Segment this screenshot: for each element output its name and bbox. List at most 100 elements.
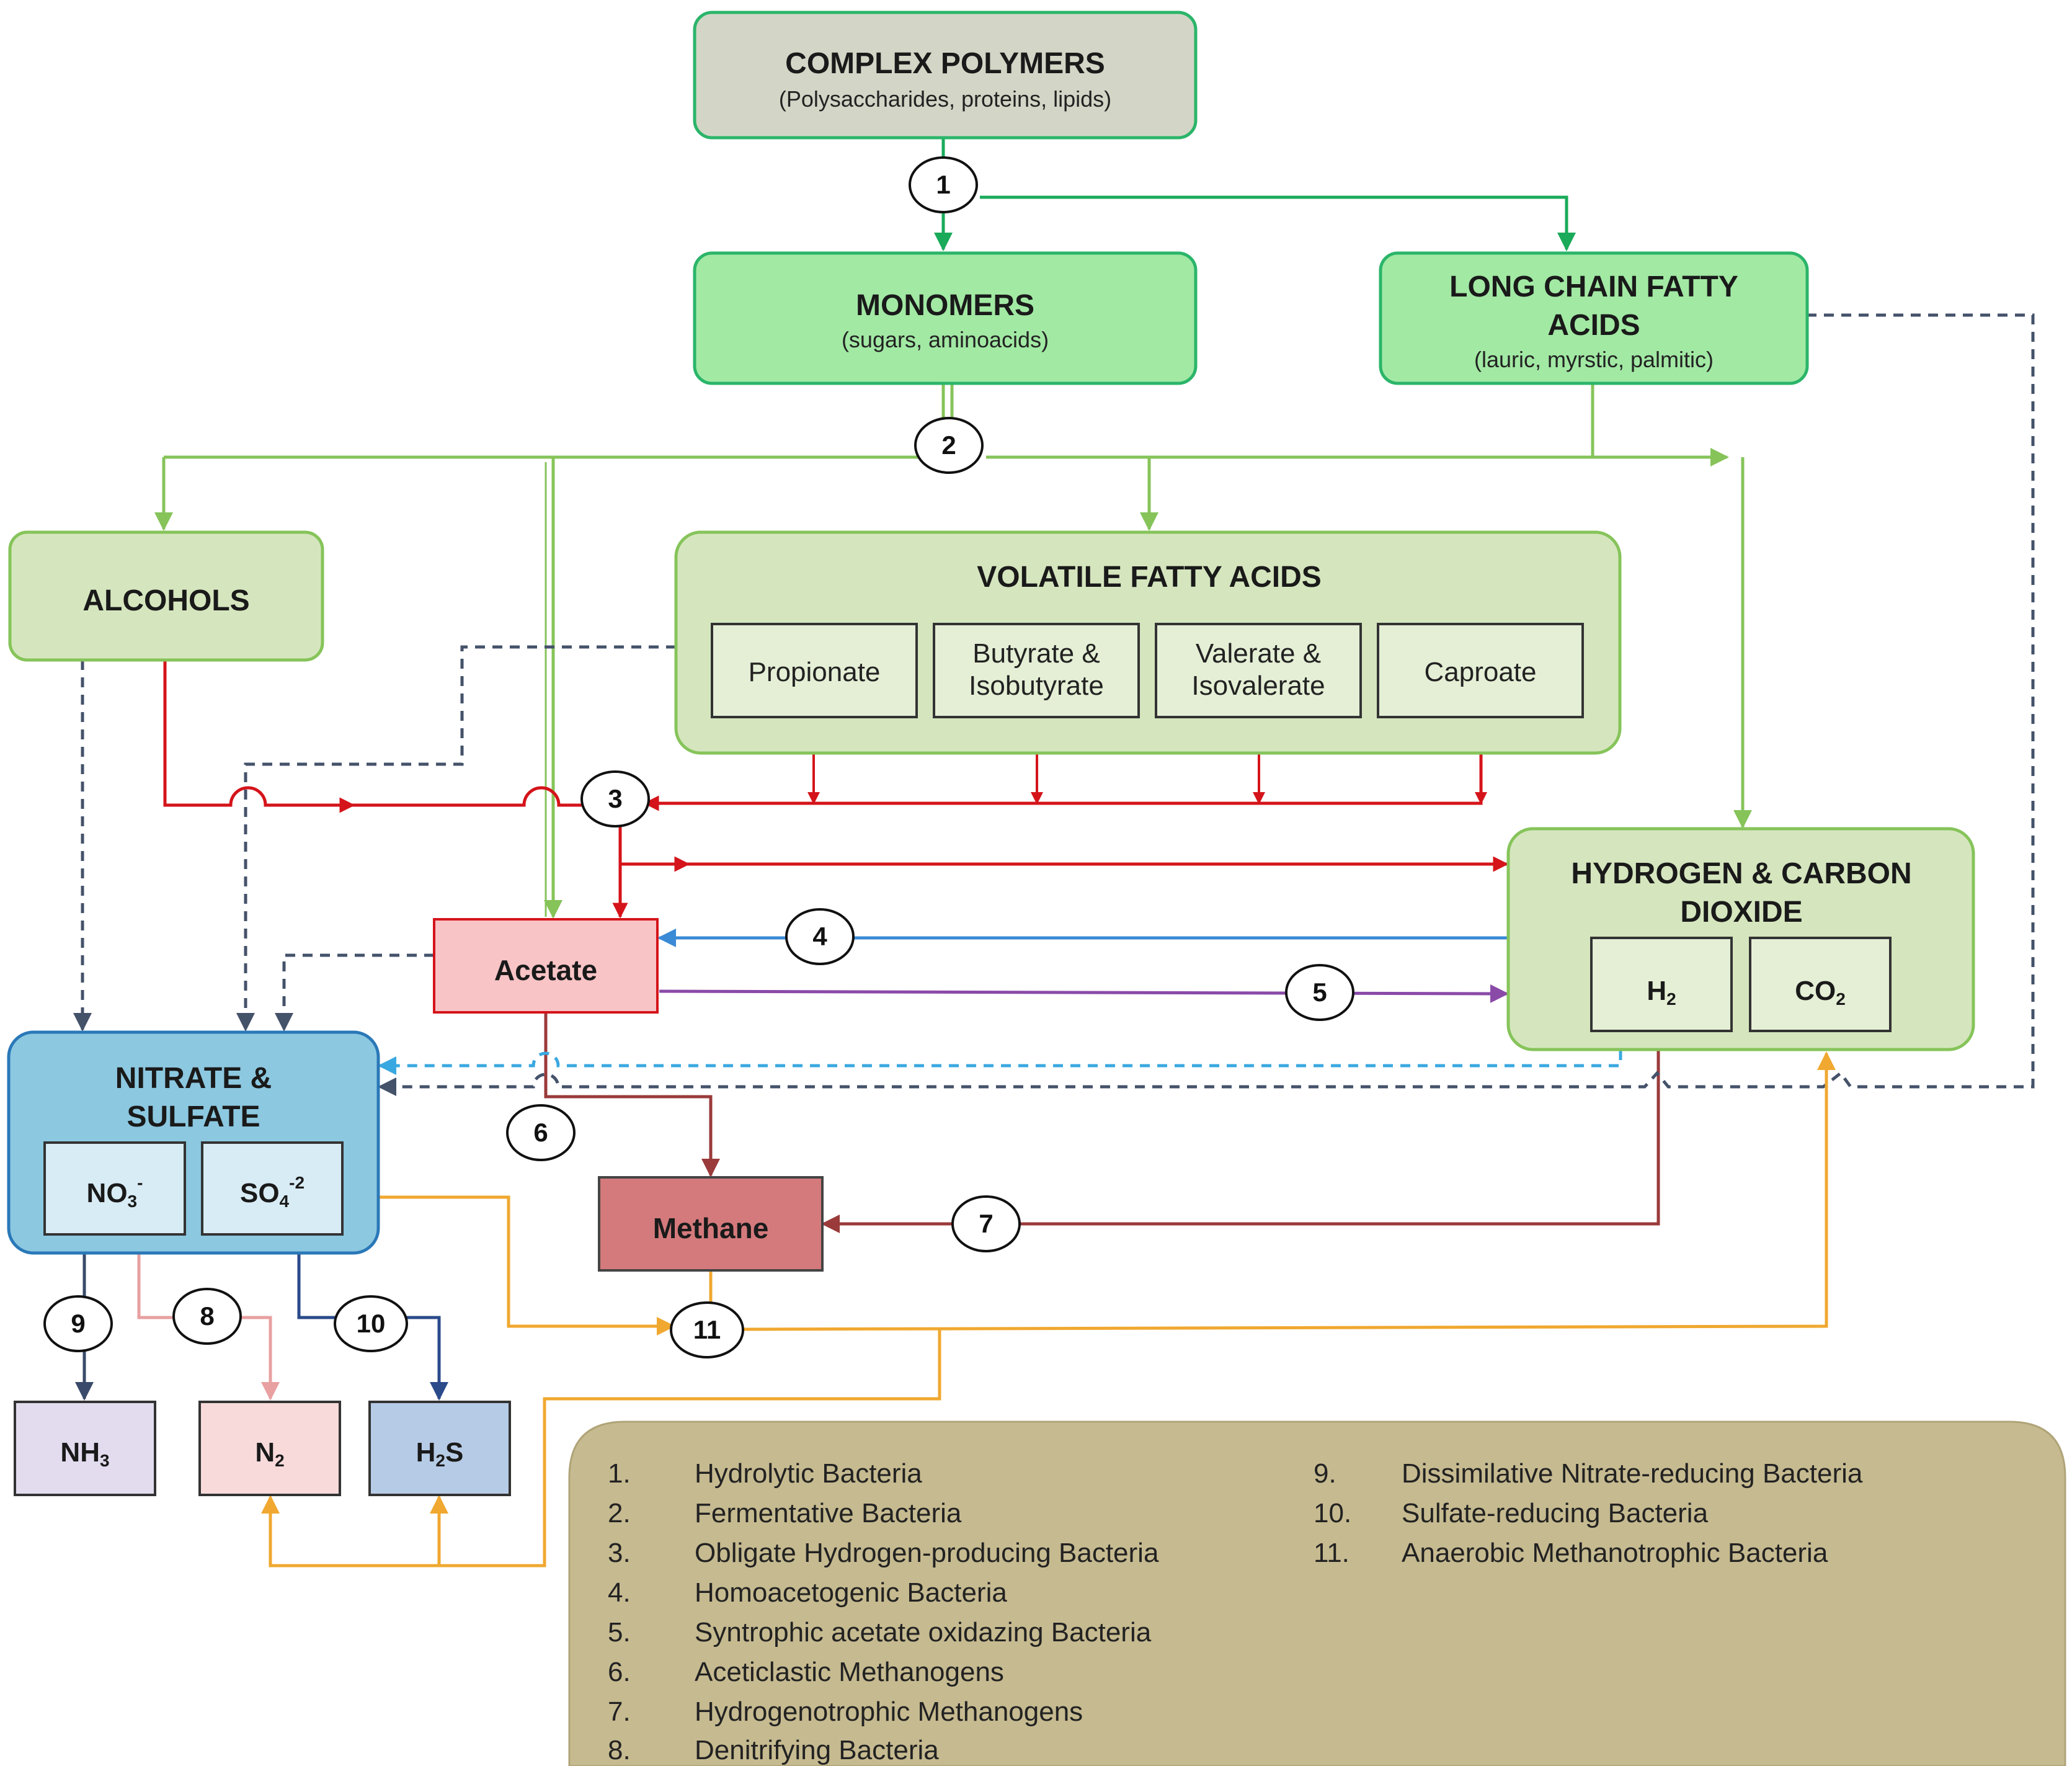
dashed-lcfa-to-ns	[378, 313, 2035, 1096]
step-number: 10	[357, 1309, 386, 1338]
legend-label: Hydrolytic Bacteria	[695, 1458, 922, 1489]
step-circle-5: 5	[1285, 964, 1354, 1021]
node-long-chain-fatty-acids: LONG CHAIN FATTY ACIDS (lauric, myrstic,…	[1379, 251, 1809, 385]
legend-number: 10.	[1314, 1498, 1351, 1528]
lcfa-title-line1: LONG CHAIN FATTY	[1449, 270, 1738, 303]
monomers-subtitle: (sugars, aminoacids)	[842, 327, 1049, 352]
vfa-title: VOLATILE FATTY ACIDS	[977, 561, 1322, 594]
arrow-polymers-to-lcfa	[980, 195, 1576, 251]
node-nitrate-sulfate: NITRATE & SULFATE NO3- SO4-2	[7, 1030, 380, 1255]
legend-number: 5.	[608, 1617, 631, 1648]
h2-label: H2	[1647, 976, 1676, 1009]
legend-number: 7.	[608, 1697, 631, 1727]
arrow-h2-to-methane	[821, 1050, 1660, 1233]
arrow-ns-to-11	[380, 1195, 675, 1336]
h2co2-title-line2: DIOXIDE	[1680, 896, 1802, 929]
legend-label: Syntrophic acetate oxidazing Bacteria	[695, 1617, 1152, 1648]
legend-label: Obligate Hydrogen-producing Bacteria	[695, 1538, 1159, 1568]
vfa-item-propionate: Propionate	[711, 623, 918, 718]
step-number: 9	[71, 1309, 85, 1338]
alcohols-title: ALCOHOLS	[82, 584, 249, 617]
vfa-item-label: Propionate	[749, 657, 881, 687]
node-h2s: H2S	[368, 1401, 511, 1496]
step-circle-9: 9	[43, 1295, 113, 1352]
methane-title: Methane	[653, 1212, 769, 1244]
legend-label: Hydrogenotrophic Methanogens	[695, 1697, 1083, 1727]
step-number: 4	[812, 922, 827, 951]
vfa-item-caproate: Caproate	[1377, 623, 1584, 718]
arrow-acetate-to-methane	[544, 1013, 720, 1177]
legend: 1. Hydrolytic Bacteria 2. Fermentative B…	[568, 1420, 2066, 1766]
complex-polymers-title: COMPLEX POLYMERS	[785, 47, 1105, 80]
lcfa-subtitle: (lauric, myrstic, palmitic)	[1474, 347, 1714, 372]
dashed-vfa-to-ns	[236, 645, 676, 1032]
step-number: 2	[941, 430, 956, 460]
legend-label: Fermentative Bacteria	[695, 1498, 962, 1528]
legend-label: Anaerobic Methanotrophic Bacteria	[1402, 1538, 1828, 1568]
step-circle-3: 3	[580, 770, 650, 827]
co2-box: CO2	[1749, 937, 1892, 1032]
ns-title-line1: NITRATE &	[115, 1062, 272, 1095]
acetate-title: Acetate	[494, 954, 597, 986]
legend-panel	[568, 1420, 2066, 1766]
legend-number: 4.	[608, 1577, 631, 1608]
legend-label: Denitrifying Bacteria	[695, 1735, 939, 1765]
legend-label: Homoacetogenic Bacteria	[695, 1577, 1007, 1608]
step-number: 5	[1312, 978, 1327, 1007]
step-number: 1	[936, 170, 950, 199]
node-methane: Methane	[598, 1176, 824, 1272]
step-circle-1: 1	[909, 156, 978, 213]
so4-label: SO4-2	[240, 1173, 305, 1211]
step-markers: 1 2 3 4 5 6 7 8 9 10 11	[43, 156, 1354, 1358]
h2s-label: H2S	[416, 1437, 464, 1470]
step-number: 6	[533, 1118, 548, 1147]
node-hydrogen-carbon-dioxide: HYDROGEN & CARBON DIOXIDE H2 CO2	[1506, 827, 1975, 1051]
legend-number: 2.	[608, 1498, 631, 1528]
legend-number: 8.	[608, 1735, 631, 1765]
node-n2: N2	[198, 1401, 341, 1496]
node-volatile-fatty-acids: VOLATILE FATTY ACIDS Propionate Butyrate…	[674, 530, 1622, 755]
legend-number: 6.	[608, 1657, 631, 1687]
node-acetate: Acetate	[433, 918, 659, 1014]
step-circle-7: 7	[951, 1195, 1021, 1252]
complex-polymers-subtitle: (Polysaccharides, proteins, lipids)	[779, 86, 1111, 112]
vfa-item-label: Caproate	[1424, 657, 1536, 687]
no3-label: NO3-	[87, 1173, 143, 1211]
legend-number: 11.	[1314, 1538, 1349, 1568]
arrow-11-to-co2	[742, 1051, 1836, 1331]
step-number: 8	[200, 1301, 214, 1331]
node-monomers: MONOMERS (sugars, aminoacids)	[693, 251, 1198, 385]
so4-box: SO4-2	[201, 1141, 344, 1236]
vfa-item-butyrate: Butyrate & Isobutyrate	[933, 623, 1140, 718]
legend-number: 1.	[608, 1458, 631, 1489]
node-nh3: NH3	[14, 1401, 156, 1496]
nh3-label: NH3	[60, 1437, 109, 1470]
h2co2-title-line1: HYDROGEN & CARBON	[1571, 857, 1911, 890]
step-circle-8: 8	[172, 1288, 242, 1345]
legend-number: 9.	[1314, 1458, 1336, 1489]
step-circle-2: 2	[914, 417, 984, 474]
node-complex-polymers: COMPLEX POLYMERS (Polysaccharides, prote…	[693, 11, 1198, 140]
step-circle-11: 11	[670, 1301, 744, 1358]
vfa-item-label: Isobutyrate	[969, 671, 1104, 701]
step-number: 7	[979, 1209, 993, 1238]
node-alcohols: ALCOHOLS	[8, 530, 324, 662]
step-number: 3	[608, 784, 622, 813]
step-circle-10: 10	[334, 1295, 408, 1352]
no3-box: NO3-	[43, 1141, 186, 1236]
legend-label: Dissimilative Nitrate-reducing Bacteria	[1402, 1458, 1863, 1489]
dashed-h2-to-ns-light	[378, 1050, 1622, 1075]
vfa-item-label: Butyrate &	[972, 638, 1100, 669]
arrow-alcohols-to-3	[163, 660, 582, 807]
vfa-item-label: Valerate &	[1196, 638, 1321, 669]
arrow-acetate-to-h2co2	[659, 984, 1509, 1003]
step-circle-4: 4	[785, 908, 855, 965]
legend-number: 3.	[608, 1538, 631, 1568]
ns-title-line2: SULFATE	[127, 1100, 260, 1133]
co2-label: CO2	[1795, 976, 1846, 1009]
dashed-acetate-to-ns	[275, 953, 434, 1032]
n2-label: N2	[255, 1437, 284, 1470]
legend-label: Sulfate-reducing Bacteria	[1402, 1498, 1709, 1528]
monomers-title: MONOMERS	[856, 289, 1034, 322]
